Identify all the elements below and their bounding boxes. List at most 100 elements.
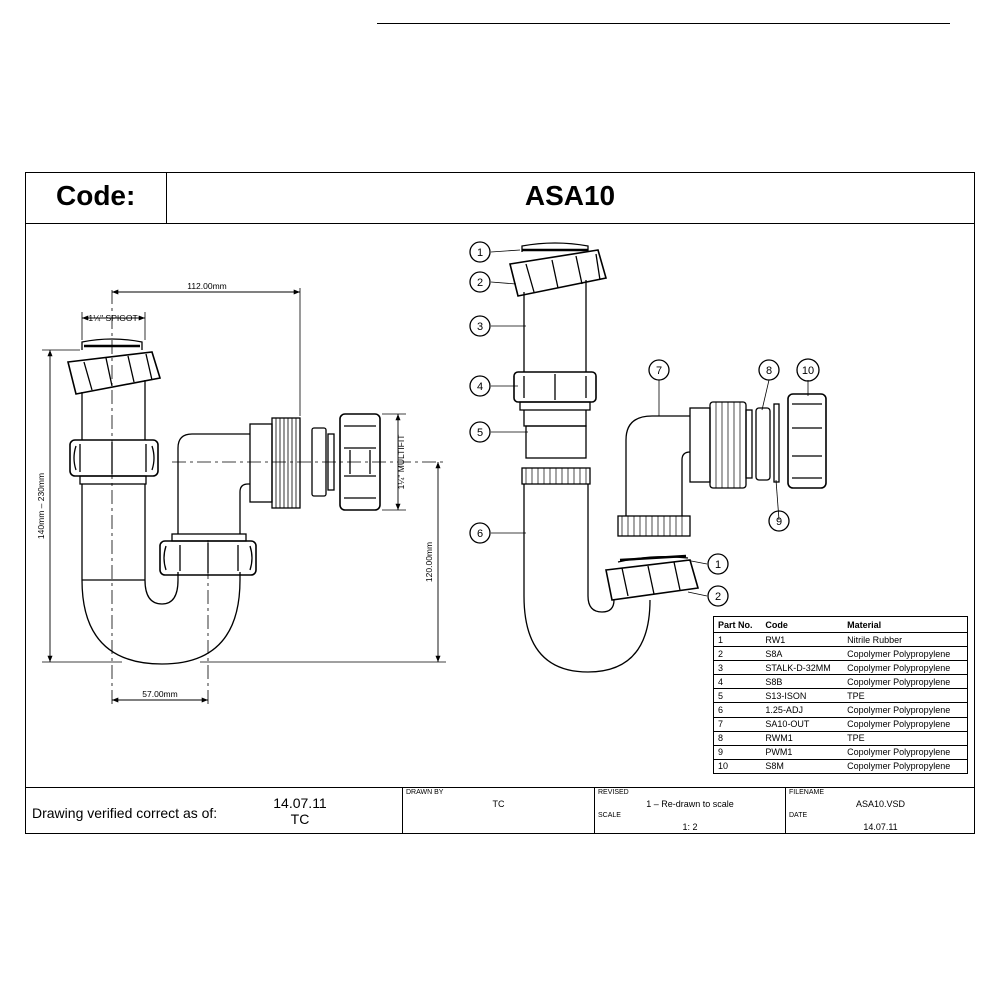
callout-7: 7 (648, 359, 670, 381)
cell-part-no: 8 (713, 731, 762, 746)
scale-cell: SCALE 1: 2 (594, 810, 785, 834)
callout-2-bottom: 2 (707, 585, 729, 607)
revised-value: 1 – Re-drawn to scale (646, 799, 734, 809)
svg-text:6: 6 (477, 528, 483, 540)
footer-fields: DRAWN BY TC REVISED 1 – Re-drawn to scal… (402, 787, 975, 834)
cell-code: RW1 (761, 632, 844, 648)
dim-height-outlet: 120.00mm (424, 542, 434, 582)
drawn-by-label: DRAWN BY (406, 789, 444, 796)
svg-text:10: 10 (802, 365, 814, 377)
exploded-view: 1 2 3 4 5 6 7 8 9 10 1 2 (469, 241, 827, 673)
title-block-footer: Drawing verified correct as of: 14.07.11… (25, 787, 975, 834)
svg-text:7: 7 (656, 365, 662, 377)
header-material: Material (843, 616, 968, 633)
cell-code: SA10-OUT (761, 717, 844, 732)
code-label: Code: (56, 180, 136, 211)
svg-text:2: 2 (477, 277, 483, 289)
cell-code: S8M (765, 761, 784, 772)
callout-1-bottom: 1 (707, 553, 729, 575)
cell-part-no: 2 (713, 646, 762, 662)
cell-material: Copolymer Polypropylene (843, 646, 968, 662)
svg-text:2: 2 (715, 591, 721, 603)
cell-material: Copolymer Polypropylene (843, 745, 968, 760)
cell-part-no: 6 (713, 702, 762, 718)
cell-code: S8A (761, 646, 844, 662)
verified-stamp: 14.07.11 TC (265, 795, 335, 827)
cell-code: S13-ISON (761, 688, 844, 704)
left-trap-elevation: 112.00mm 1¼" SPIGOT 140mm – 230mm 120.00… (36, 281, 446, 705)
scale-value: 1: 2 (682, 822, 698, 832)
callout-2-top: 2 (469, 271, 491, 293)
callout-10: 10 (796, 358, 820, 382)
svg-text:8: 8 (766, 365, 772, 377)
cell-part-no: 3 (713, 660, 762, 676)
filename-cell: FILENAME ASA10.VSD (785, 787, 975, 810)
cell-material: Copolymer Polypropylene (843, 702, 968, 718)
cell-code: STALK-D-32MM (761, 660, 844, 676)
callout-5: 5 (469, 421, 491, 443)
cell-code: RWM1 (761, 731, 844, 746)
scale-label: SCALE (598, 812, 621, 819)
cell-part-no: 1 (713, 632, 762, 648)
parts-table-header: Part No. Code Material (713, 616, 968, 633)
date-cell: DATE 14.07.11 (785, 810, 975, 834)
cell-material: Copolymer Polypropylene (843, 660, 968, 676)
filename-label: FILENAME (789, 789, 825, 796)
filename-value: ASA10.VSD (855, 799, 906, 809)
cell-material: Copolymer Polypropylene (847, 761, 951, 772)
date-value: 14.07.11 (863, 822, 898, 832)
callout-1-top: 1 (469, 241, 491, 263)
cell-code: S8B (761, 674, 844, 690)
svg-text:1: 1 (477, 247, 483, 259)
callout-6: 6 (469, 522, 491, 544)
date-label: DATE (789, 812, 808, 819)
header-part-no: Part No. (713, 616, 762, 633)
title-block-header: Code: ASA10 (25, 172, 975, 224)
verified-label: Drawing verified correct as of: (32, 805, 218, 821)
cell-material: Nitrile Rubber (843, 632, 968, 648)
svg-text:3: 3 (477, 321, 483, 333)
footer-row-divider (377, 23, 950, 24)
cell-material: TPE (843, 688, 968, 704)
cell-material: TPE (843, 731, 968, 746)
revised-label: REVISED (598, 789, 629, 796)
cell-material: Copolymer Polypropylene (843, 717, 968, 732)
cell-part-no: 5 (713, 688, 762, 704)
table-row: 10 S8M Copolymer Polypropylene (714, 759, 968, 773)
dim-width-bottom: 57.00mm (142, 689, 177, 699)
revised-cell: REVISED 1 – Re-drawn to scale (594, 787, 785, 810)
verified-by: TC (290, 811, 310, 827)
svg-text:9: 9 (776, 516, 782, 528)
cell-part-no: 7 (713, 717, 762, 732)
callout-8: 8 (758, 359, 780, 381)
svg-text:1: 1 (715, 559, 721, 571)
header-divider (166, 173, 167, 223)
callout-9: 9 (768, 510, 790, 532)
svg-text:4: 4 (477, 381, 483, 393)
drawn-by-cell: DRAWN BY TC (402, 787, 594, 834)
verified-date: 14.07.11 (273, 795, 327, 811)
code-value: ASA10 (524, 180, 616, 211)
header-code: Code (761, 616, 844, 633)
cell-code: 1.25-ADJ (761, 702, 844, 718)
cell-part-no: 10 (718, 761, 729, 772)
svg-text:5: 5 (477, 427, 483, 439)
callout-3: 3 (469, 315, 491, 337)
dim-multifit: 1¼" MULTIFIT (396, 435, 406, 490)
dim-spigot: 1¼" SPIGOT (88, 313, 137, 323)
cell-material: Copolymer Polypropylene (843, 674, 968, 690)
cell-part-no: 9 (713, 745, 762, 760)
cell-code: PWM1 (761, 745, 844, 760)
drawn-by-value: TC (492, 799, 505, 809)
dim-width-top: 112.00mm (187, 281, 227, 291)
